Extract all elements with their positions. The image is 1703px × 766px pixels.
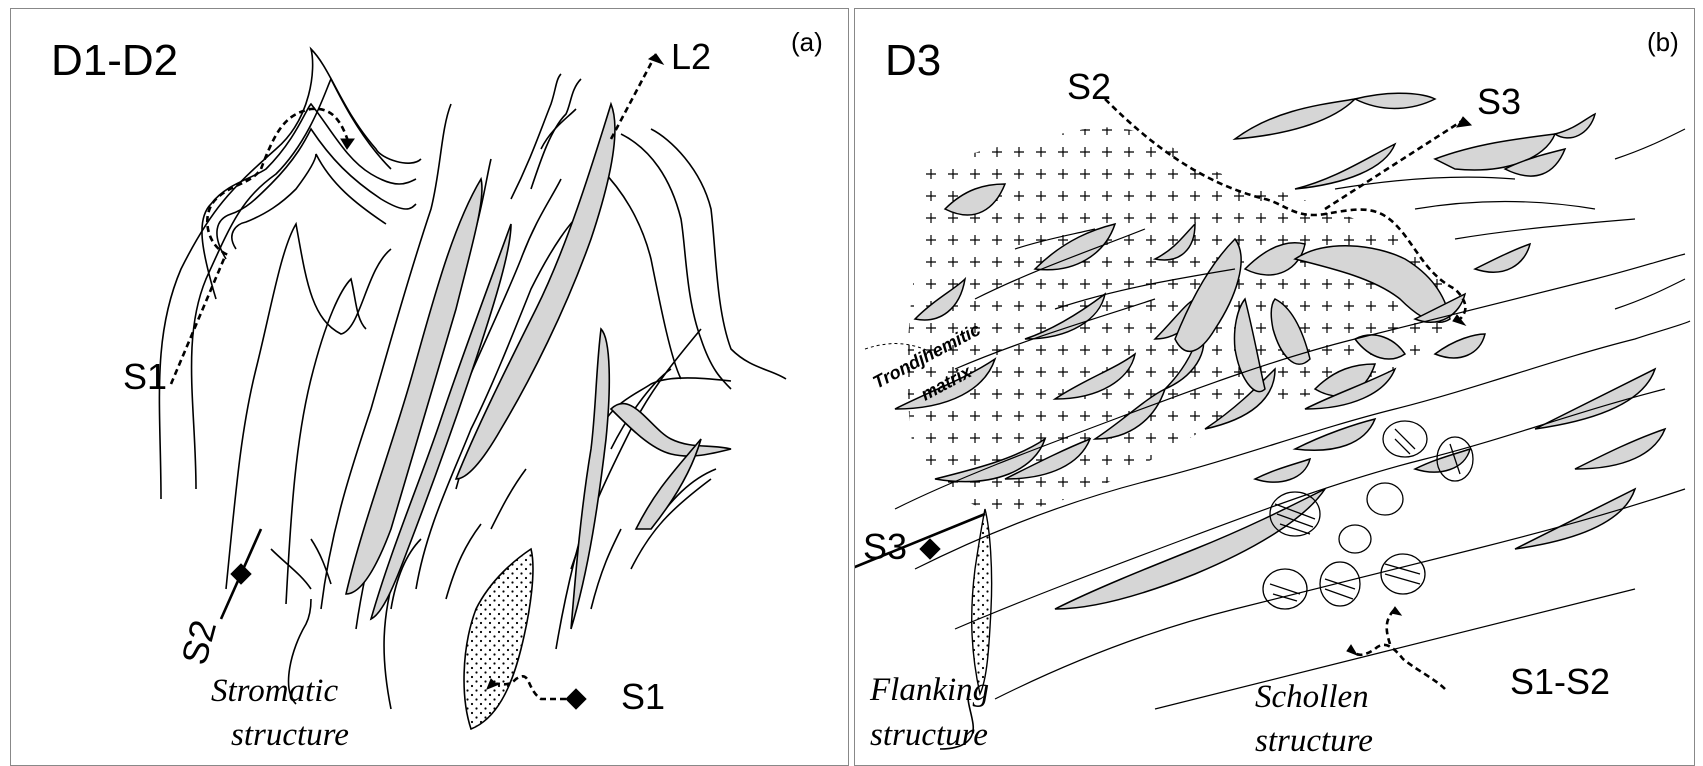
fold-lines <box>158 46 787 710</box>
foliation-lines <box>894 128 1691 710</box>
flanking-leader <box>939 688 974 750</box>
label-s1-s2: S1-S2 <box>1510 661 1611 702</box>
label-s3-left: S3 <box>863 526 908 567</box>
caption-schollen-line1: Schollen <box>1255 679 1369 715</box>
panel-a-sketch <box>158 46 787 731</box>
label-l2: L2 <box>671 36 712 77</box>
s2-strike-line <box>219 528 263 620</box>
stage-title: D3 <box>885 36 942 85</box>
caption-schollen-line2: structure <box>1255 723 1373 759</box>
panel-letter: (a) <box>791 27 823 57</box>
label-s3-top: S3 <box>1477 81 1522 122</box>
shaded-layers <box>344 101 732 630</box>
label-s2: S2 <box>1067 66 1112 107</box>
s3-diamond <box>919 538 941 560</box>
caption-stromatic-line1: Stromatic <box>211 673 339 709</box>
panel-b: Trondjhemitic matrix D3 (b) S2 S3 S3 S1-… <box>854 8 1695 766</box>
stromatic-leader <box>287 598 312 705</box>
flanking-vein <box>971 508 993 697</box>
markers <box>230 53 665 710</box>
trondhjemitic-matrix-fill <box>864 127 1455 514</box>
s1-diamond <box>565 688 587 710</box>
panel-b-sketch: Trondjhemitic matrix <box>855 92 1691 750</box>
schollen-blocks <box>1262 420 1474 610</box>
label-s1-lower: S1 <box>621 676 666 717</box>
shaded-layers <box>894 92 1667 610</box>
panel-letter: (b) <box>1647 27 1679 57</box>
caption-flanking-line2: structure <box>870 717 988 753</box>
s3-strike-line <box>855 512 986 569</box>
dashed-leaders <box>169 53 658 701</box>
panel-a: D1-D2 (a) L2 S1 S2 S1 Stromatic structur… <box>10 8 849 766</box>
caption-stromatic-line2: structure <box>231 717 349 753</box>
dotted-leucosome <box>463 547 534 731</box>
label-s1-upper: S1 <box>123 356 168 397</box>
markers <box>919 116 1473 657</box>
stage-title: D1-D2 <box>51 36 179 85</box>
caption-flanking-line1: Flanking <box>870 672 990 708</box>
